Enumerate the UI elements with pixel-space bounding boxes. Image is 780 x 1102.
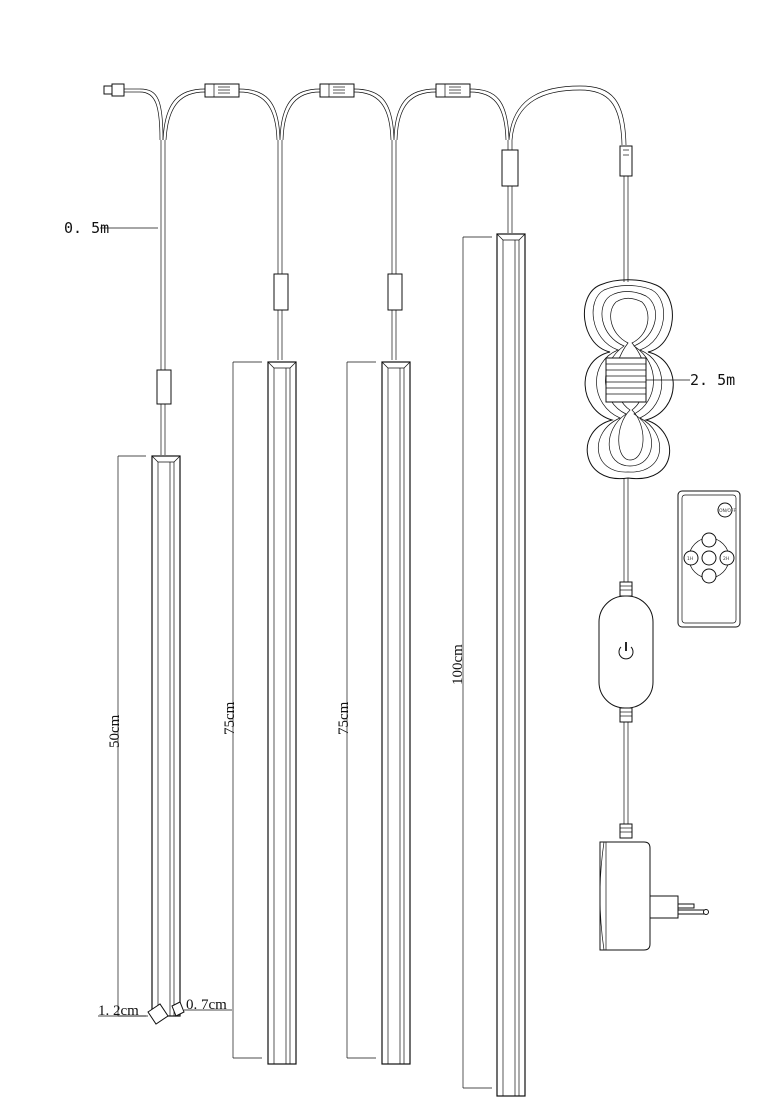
- remote-onoff-label: ON/OFF: [719, 508, 737, 514]
- remote-down-button[interactable]: [701, 568, 717, 584]
- remote-timer-1h-button[interactable]: [683, 550, 699, 566]
- connector-icon: [319, 83, 355, 98]
- remote-2h-label: 2H: [723, 556, 729, 562]
- bar-4-length-label: 100cm: [450, 644, 466, 685]
- led-bar-2: [267, 361, 297, 1065]
- remote-center-button[interactable]: [701, 550, 717, 566]
- remote-control: ON/OFF 1H 2H: [677, 490, 741, 628]
- remote-1h-label: 1H: [687, 556, 693, 562]
- remote-up-button[interactable]: [701, 532, 717, 548]
- plug-icon: [599, 841, 709, 951]
- power-cable: 2. 5m: [583, 145, 735, 839]
- bar-2-length-label: 75cm: [222, 701, 238, 735]
- coil-length-label: 2. 5m: [690, 371, 735, 389]
- drop-wire-3: [387, 140, 403, 360]
- power-icon: [618, 642, 634, 660]
- bar-width-label: 1. 2cm: [98, 1003, 139, 1019]
- bar-cross-section: [98, 1001, 232, 1025]
- bar-depth-label: 0. 7cm: [186, 997, 227, 1013]
- end-connector-icon: [103, 83, 140, 97]
- coil-icon: [583, 279, 690, 480]
- dimension-bracket-4: [462, 236, 492, 1089]
- bar-3-length-label: 75cm: [336, 701, 352, 735]
- inline-switch: [598, 595, 654, 709]
- led-bar-4: [496, 233, 526, 1097]
- dimension-bracket-3: [346, 361, 376, 1059]
- cable-harness: [103, 83, 627, 146]
- led-bar-1: [151, 455, 181, 1017]
- drop-wire-4: [501, 140, 519, 233]
- cable-length-label: 0. 5m: [64, 219, 109, 237]
- bar-1-length-label: 50cm: [107, 714, 123, 748]
- connector-icon: [204, 83, 240, 98]
- remote-timer-2h-button[interactable]: [719, 550, 735, 566]
- drop-wire-1: [100, 140, 172, 455]
- connector-icon: [435, 83, 471, 98]
- drop-wire-2: [273, 140, 289, 360]
- dimension-bracket-2: [232, 361, 262, 1059]
- led-bar-3: [381, 361, 411, 1065]
